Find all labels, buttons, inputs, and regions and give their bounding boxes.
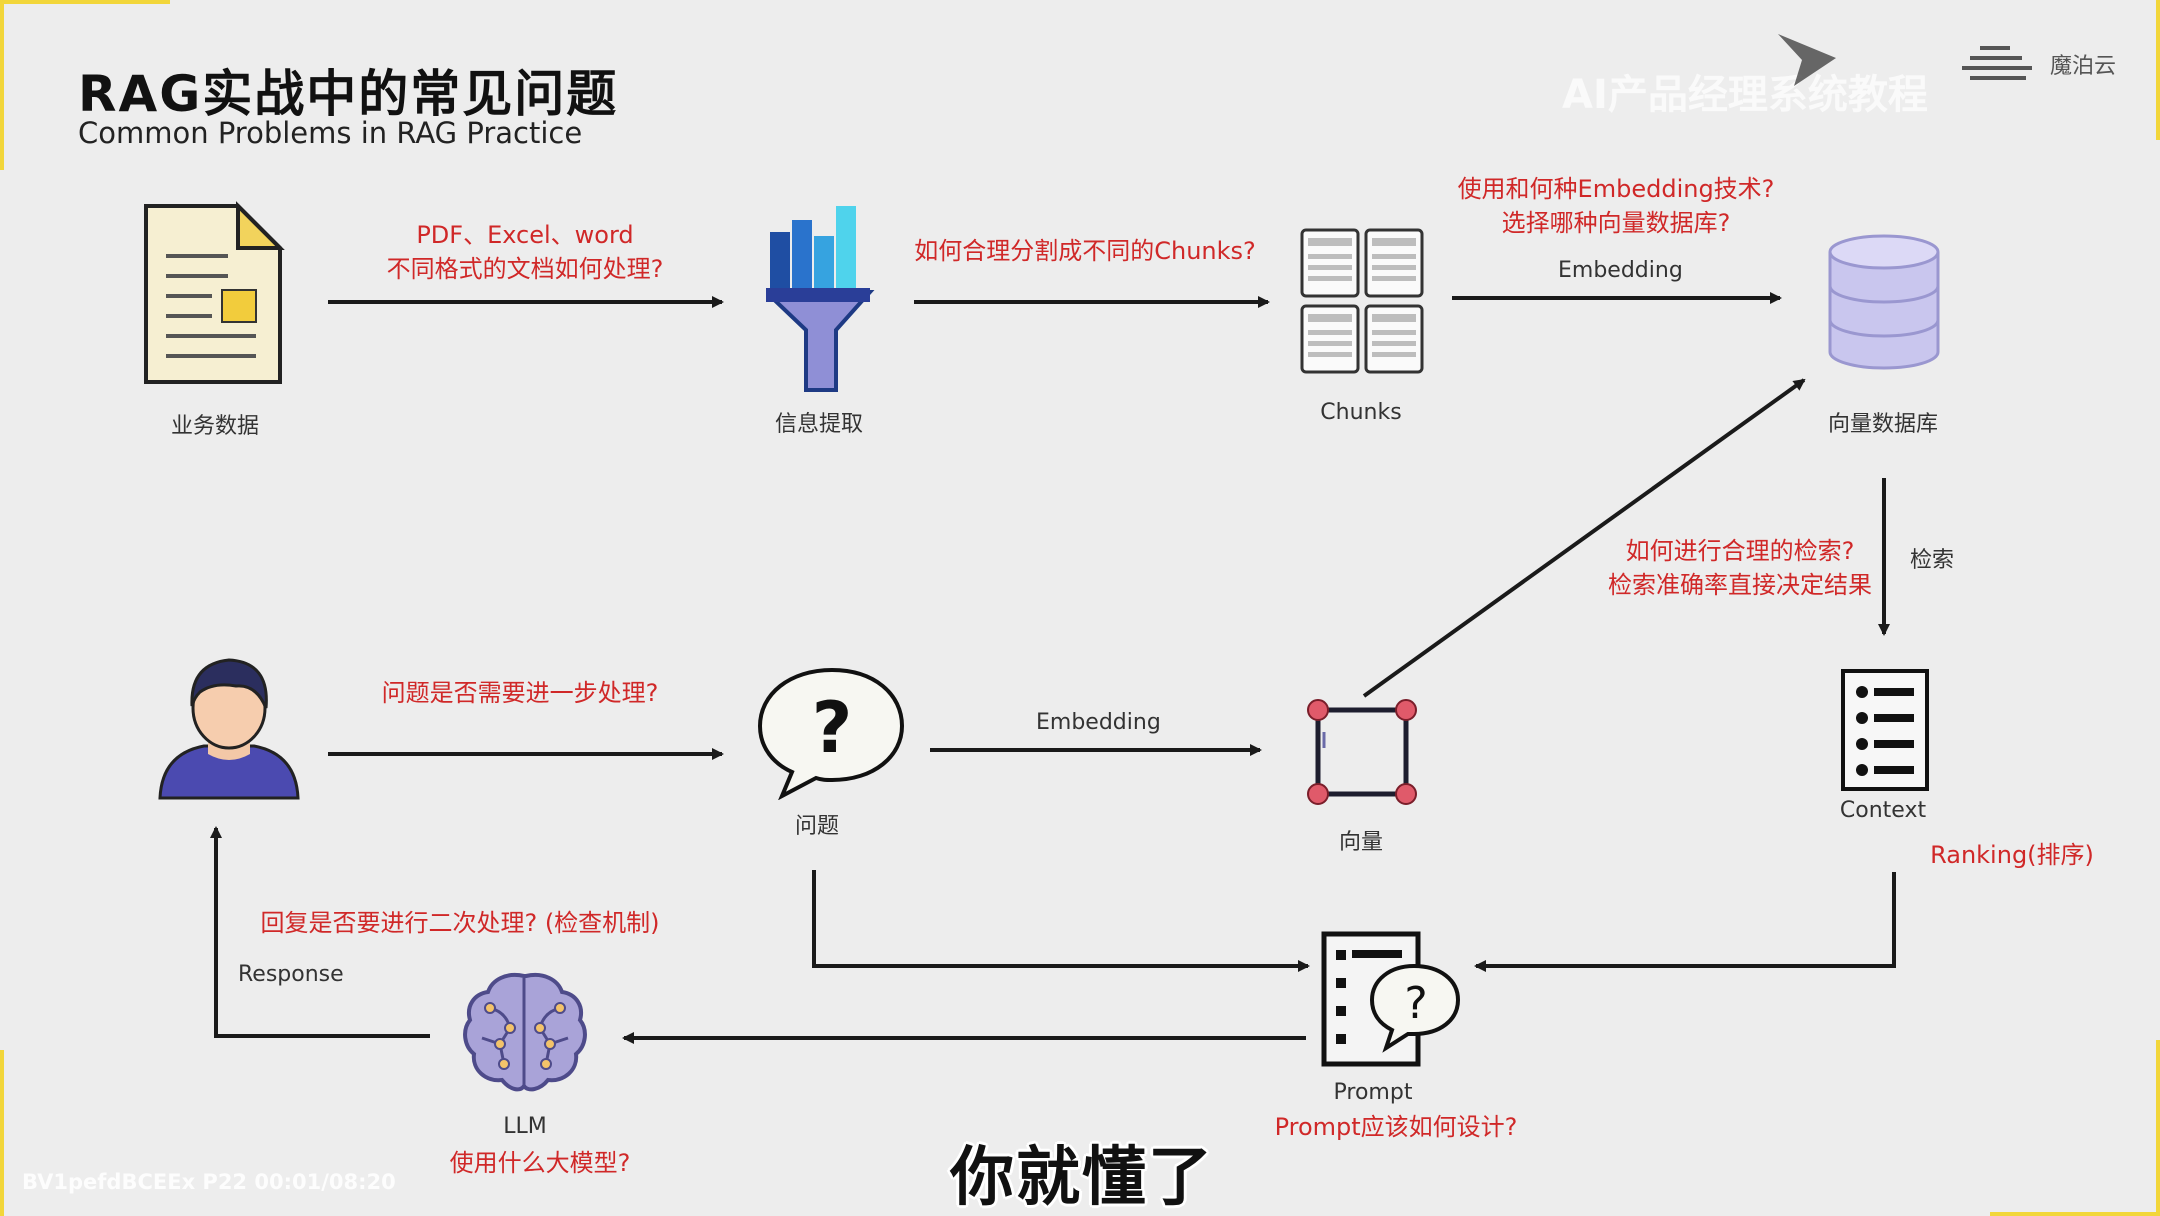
question-embedding: 使用和何种Embedding技术? 选择哪种向量数据库? (1444, 172, 1788, 240)
frame-edge-left (0, 0, 4, 170)
edge-label-retrieve: 检索 (1910, 548, 1955, 573)
user-avatar-icon (154, 646, 304, 810)
question-prompt-design: Prompt应该如何设计? (1274, 1113, 1518, 1141)
question-retrieval-line1: 如何进行合理的检索? (1625, 537, 1855, 565)
question-formats: PDF、Excel、word 不同格式的文档如何处理? (345, 218, 705, 286)
cloud-logo-icon (1962, 44, 2034, 92)
node-label-context: Context (1839, 798, 1927, 823)
node-label-prompt: Prompt (1333, 1080, 1413, 1105)
brand-logo-icon (1776, 30, 1846, 94)
question-embedding-line1: 使用和何种Embedding技术? (1457, 175, 1775, 203)
video-subtitle: 你就懂了 (950, 1141, 1214, 1215)
frame-corner-br (1990, 1212, 2160, 1216)
edge-label-embedding-mid: Embedding (1036, 710, 1161, 735)
chunks-grid-icon (1300, 228, 1424, 380)
node-label-chunks: Chunks (1320, 400, 1402, 425)
vector-selection-icon (1300, 696, 1424, 814)
question-retrieval: 如何进行合理的检索? 检索准确率直接决定结果 (1600, 534, 1880, 602)
edge-label-embedding-top: Embedding (1558, 258, 1683, 283)
question-retrieval-line2: 检索准确率直接决定结果 (1608, 571, 1872, 599)
question-chunking: 如何合理分割成不同的Chunks? (914, 237, 1256, 265)
prompt-document-icon: ? (1318, 930, 1468, 1074)
question-response-check: 回复是否要进行二次处理? (检查机制) (260, 909, 660, 937)
frame-edge-left-bottom (0, 1050, 4, 1216)
database-icon (1826, 234, 1942, 376)
question-embedding-line2: 选择哪种向量数据库? (1501, 209, 1731, 237)
frame-edge-right-top (2156, 0, 2160, 140)
watermark-course: AI产品经理系统教程 (1562, 72, 1928, 118)
edge-label-response: Response (238, 962, 344, 987)
svg-text:?: ? (1404, 978, 1427, 1029)
svg-text:?: ? (812, 687, 853, 769)
node-label-llm: LLM (503, 1114, 547, 1139)
funnel-icon (760, 206, 876, 400)
context-list-icon (1840, 668, 1930, 796)
document-icon (136, 200, 286, 394)
brain-icon (460, 968, 590, 1100)
question-bubble-icon: ? (754, 664, 908, 804)
page-title: RAG实战中的常见问题 (78, 65, 619, 123)
node-label-vector: 向量 (1338, 830, 1383, 855)
node-label-question: 问题 (794, 814, 839, 839)
brand-name: 魔泊云 (2050, 54, 2117, 79)
video-watermark: BV1pefdBCEEx P22 00:01/08:20 (22, 1170, 396, 1194)
frame-edge-right (2156, 1040, 2160, 1216)
page-subtitle: Common Problems in RAG Practice (78, 116, 583, 150)
question-model-choice: 使用什么大模型? (449, 1149, 631, 1177)
node-label-vector-db: 向量数据库 (1827, 412, 1938, 437)
question-query-process: 问题是否需要进一步处理? (381, 679, 659, 707)
node-label-extraction: 信息提取 (774, 412, 863, 437)
node-label-business-data: 业务数据 (170, 414, 259, 439)
question-ranking: Ranking(排序) (1930, 841, 2094, 869)
question-formats-line1: PDF、Excel、word (416, 221, 634, 249)
frame-corner-tl (0, 0, 170, 4)
question-formats-line2: 不同格式的文档如何处理? (386, 255, 664, 283)
